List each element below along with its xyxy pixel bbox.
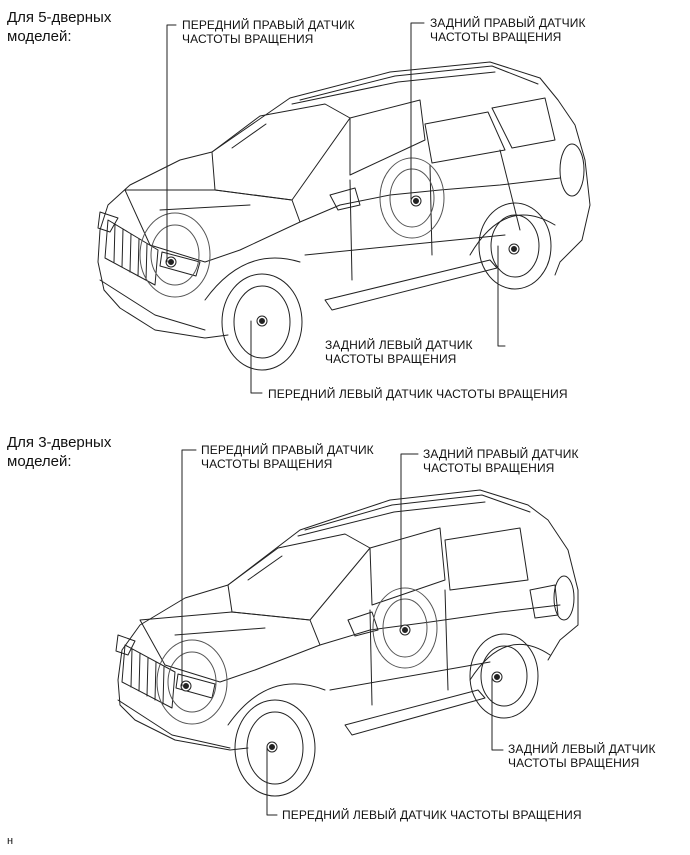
five-door-rear-right-sensor-icon — [410, 195, 422, 207]
five-door-heading: Для 5-дверных моделей: — [7, 9, 112, 45]
three-door-heading: Для 3-дверных моделей: — [7, 434, 112, 470]
five-door-front-right-label: ПЕРЕДНИЙ ПРАВЫЙ ДАТЧИК ЧАСТОТЫ ВРАЩЕНИЯ — [182, 18, 355, 46]
three-door-front-right-label: ПЕРЕДНИЙ ПРАВЫЙ ДАТЧИК ЧАСТОТЫ ВРАЩЕНИЯ — [201, 443, 374, 471]
three-door-rear-left-sensor-icon — [491, 671, 503, 683]
three-door-front-left-sensor-icon — [266, 741, 278, 753]
five-door-vehicle-drawing — [97, 22, 591, 394]
three-door-front-right-sensor-icon — [180, 680, 192, 692]
three-door-rear-right-sensor-icon — [399, 624, 411, 636]
three-door-rear-right-label: ЗАДНИЙ ПРАВЫЙ ДАТЧИК ЧАСТОТЫ ВРАЩЕНИЯ — [423, 447, 579, 475]
footer-mark: н — [7, 835, 14, 847]
three-door-vehicle-drawing — [115, 449, 579, 816]
five-door-rear-right-label: ЗАДНИЙ ПРАВЫЙ ДАТЧИК ЧАСТОТЫ ВРАЩЕНИЯ — [430, 16, 586, 44]
three-door-rear-left-label: ЗАДНИЙ ЛЕВЫЙ ДАТЧИК ЧАСТОТЫ ВРАЩЕНИЯ — [508, 742, 656, 770]
five-door-rear-left-sensor-icon — [508, 243, 520, 255]
five-door-front-left-sensor-icon — [256, 315, 268, 327]
five-door-rear-left-label: ЗАДНИЙ ЛЕВЫЙ ДАТЧИК ЧАСТОТЫ ВРАЩЕНИЯ — [325, 338, 473, 366]
five-door-front-left-label: ПЕРЕДНИЙ ЛЕВЫЙ ДАТЧИК ЧАСТОТЫ ВРАЩЕНИЯ — [268, 387, 568, 401]
three-door-front-left-label: ПЕРЕДНИЙ ЛЕВЫЙ ДАТЧИК ЧАСТОТЫ ВРАЩЕНИЯ — [282, 808, 582, 822]
five-door-front-right-sensor-icon — [165, 256, 177, 268]
